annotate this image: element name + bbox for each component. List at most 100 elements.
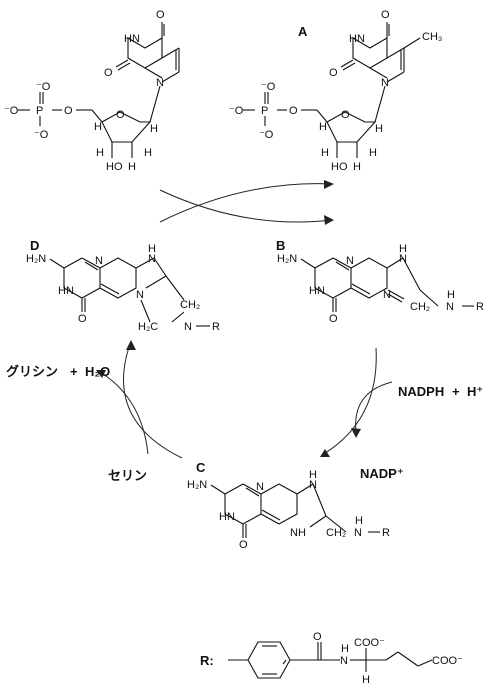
dump-h4-atom: H bbox=[128, 161, 136, 173]
c-h2n-atom: H₂N bbox=[187, 479, 207, 491]
dump-p-o-atom: ⁻O bbox=[36, 81, 51, 93]
dump-hn-atom: HN bbox=[124, 33, 140, 45]
dump-structure: O HN O N O O P ⁻O ⁻O ⁻O H H H HO H H bbox=[4, 9, 180, 173]
r-o-atom: O bbox=[313, 631, 322, 643]
dump-ester-o-atom: O bbox=[64, 105, 73, 117]
label-d: D bbox=[30, 238, 39, 253]
b-n3-atom: N bbox=[346, 255, 354, 267]
r-n-atom: N bbox=[340, 655, 348, 667]
d-o-atom: O bbox=[78, 313, 87, 325]
r-h-atom: H bbox=[341, 643, 349, 655]
dump-p-o3-atom: ⁻O bbox=[4, 105, 19, 117]
dtmp-structure: A O CH₃ HN O N O O P ⁻O ⁻O ⁻O H H H bbox=[229, 9, 442, 173]
dump-h1-atom: H bbox=[94, 121, 102, 133]
dump-p-atom: P bbox=[36, 105, 43, 117]
d-ch2-atom: CH₂ bbox=[180, 299, 200, 311]
c-r-atom: R bbox=[382, 527, 390, 539]
r-coo2-atom: COO⁻ bbox=[432, 655, 463, 667]
dtmp-hn-atom: HN bbox=[349, 33, 365, 45]
arrow-dump-to-dtmp bbox=[159, 183, 333, 223]
arrow-b-to-c bbox=[321, 347, 377, 456]
b-h2n-atom: H₂N bbox=[277, 253, 297, 265]
dtmp-h4-atom: H bbox=[353, 161, 361, 173]
dtmp-ch3-atom: CH₃ bbox=[422, 31, 442, 43]
dump-o2-atom: O bbox=[104, 67, 113, 79]
arrow-d-to-b bbox=[159, 189, 333, 223]
glycine-text: グリシン bbox=[6, 364, 58, 379]
r-h2-atom: H bbox=[362, 674, 370, 686]
dtmp-h5-atom: H bbox=[369, 147, 377, 159]
serine-arrow: グリシン + H₂O セリン bbox=[6, 340, 183, 483]
b-hn-atom: HN bbox=[309, 285, 325, 297]
dtmp-p-atom: P bbox=[261, 105, 268, 117]
dtmp-o2-atom: O bbox=[329, 67, 338, 79]
nadp-text: NADP⁺ bbox=[360, 466, 404, 481]
dtmp-ho-atom: HO bbox=[331, 161, 348, 173]
c-n10-atom: N bbox=[354, 527, 362, 539]
d-n5-atom: N bbox=[136, 289, 144, 301]
d-n8-atom: N bbox=[148, 253, 156, 265]
dump-ring-o-atom: O bbox=[116, 109, 125, 121]
serine-text: セリン bbox=[108, 468, 147, 483]
dtmp-ring-o-atom: O bbox=[341, 109, 350, 121]
reduction-arrow: NADPH + H⁺ NADP⁺ bbox=[320, 347, 483, 481]
arrow-nadph-branch bbox=[355, 381, 393, 433]
d-r-atom: R bbox=[212, 321, 220, 333]
d-n3-atom: N bbox=[95, 255, 103, 267]
c-n8-atom: N bbox=[309, 479, 317, 491]
b-r-atom: R bbox=[476, 301, 484, 313]
dtmp-p-o2-atom: ⁻O bbox=[259, 129, 274, 141]
b-n10-atom: N bbox=[446, 301, 454, 313]
dtmp-h2-atom: H bbox=[375, 123, 383, 135]
c-n3-atom: N bbox=[256, 481, 264, 493]
d-hn-atom: HN bbox=[58, 285, 74, 297]
b-h8-atom: H bbox=[399, 243, 407, 255]
methylene-thf-structure: D H₂N N HN O H N N CH₂ H₂C N R bbox=[26, 238, 220, 333]
hplus-text: H⁺ bbox=[467, 384, 483, 399]
crossing-arrows bbox=[159, 180, 334, 225]
b-ch2-atom: CH₂ bbox=[410, 301, 430, 313]
arrow-c-to-d bbox=[123, 343, 183, 459]
label-a: A bbox=[298, 24, 308, 39]
arrow-serine-branch bbox=[99, 371, 149, 455]
c-hn-atom: HN bbox=[219, 511, 235, 523]
d-h2n-atom: H₂N bbox=[26, 253, 46, 265]
dump-n1-atom: N bbox=[156, 77, 164, 89]
dump-h5-atom: H bbox=[144, 147, 152, 159]
label-b: B bbox=[276, 238, 285, 253]
dtmp-o4-atom: O bbox=[381, 9, 390, 21]
b-n5-atom: N bbox=[383, 289, 391, 301]
dump-h3-atom: H bbox=[96, 147, 104, 159]
label-r: R: bbox=[200, 653, 214, 668]
b-o-atom: O bbox=[329, 313, 338, 325]
c-o-atom: O bbox=[239, 539, 248, 551]
plus-text-2: + bbox=[452, 384, 460, 399]
r-coo1-atom: COO⁻ bbox=[354, 637, 385, 649]
dtmp-n1-atom: N bbox=[381, 77, 389, 89]
c-h10-atom: H bbox=[355, 515, 363, 527]
dtmp-p-o3-atom: ⁻O bbox=[229, 105, 244, 117]
nadph-text: NADPH bbox=[398, 384, 444, 399]
dump-p-o2-atom: ⁻O bbox=[34, 129, 49, 141]
dhf-structure: B H₂N N HN O H N N CH₂ N H R bbox=[276, 238, 484, 325]
water-text: H₂O bbox=[85, 364, 110, 379]
label-c: C bbox=[196, 460, 206, 475]
dtmp-h3-atom: H bbox=[321, 147, 329, 159]
c-h8-atom: H bbox=[309, 469, 317, 481]
plus-text-1: + bbox=[70, 364, 78, 379]
dtmp-ester-o-atom: O bbox=[289, 105, 298, 117]
dump-h2-atom: H bbox=[150, 123, 158, 135]
c-ch2-atom: CH₂ bbox=[326, 527, 346, 539]
dump-o4-atom: O bbox=[156, 9, 165, 21]
b-h10-atom: H bbox=[447, 289, 455, 301]
c-nh5-atom: NH bbox=[290, 527, 306, 539]
b-n8-atom: N bbox=[399, 253, 407, 265]
d-n10-atom: N bbox=[184, 321, 192, 333]
d-h2c-atom: H₂C bbox=[138, 321, 158, 333]
dtmp-p-o-atom: ⁻O bbox=[261, 81, 276, 93]
r-group-legend: R: O N H COO⁻ H COO⁻ bbox=[200, 631, 463, 686]
dump-ho-atom: HO bbox=[106, 161, 123, 173]
thf-structure: C H₂N N HN O H N NH CH₂ N H R bbox=[187, 460, 390, 551]
d-h8-atom: H bbox=[148, 243, 156, 255]
